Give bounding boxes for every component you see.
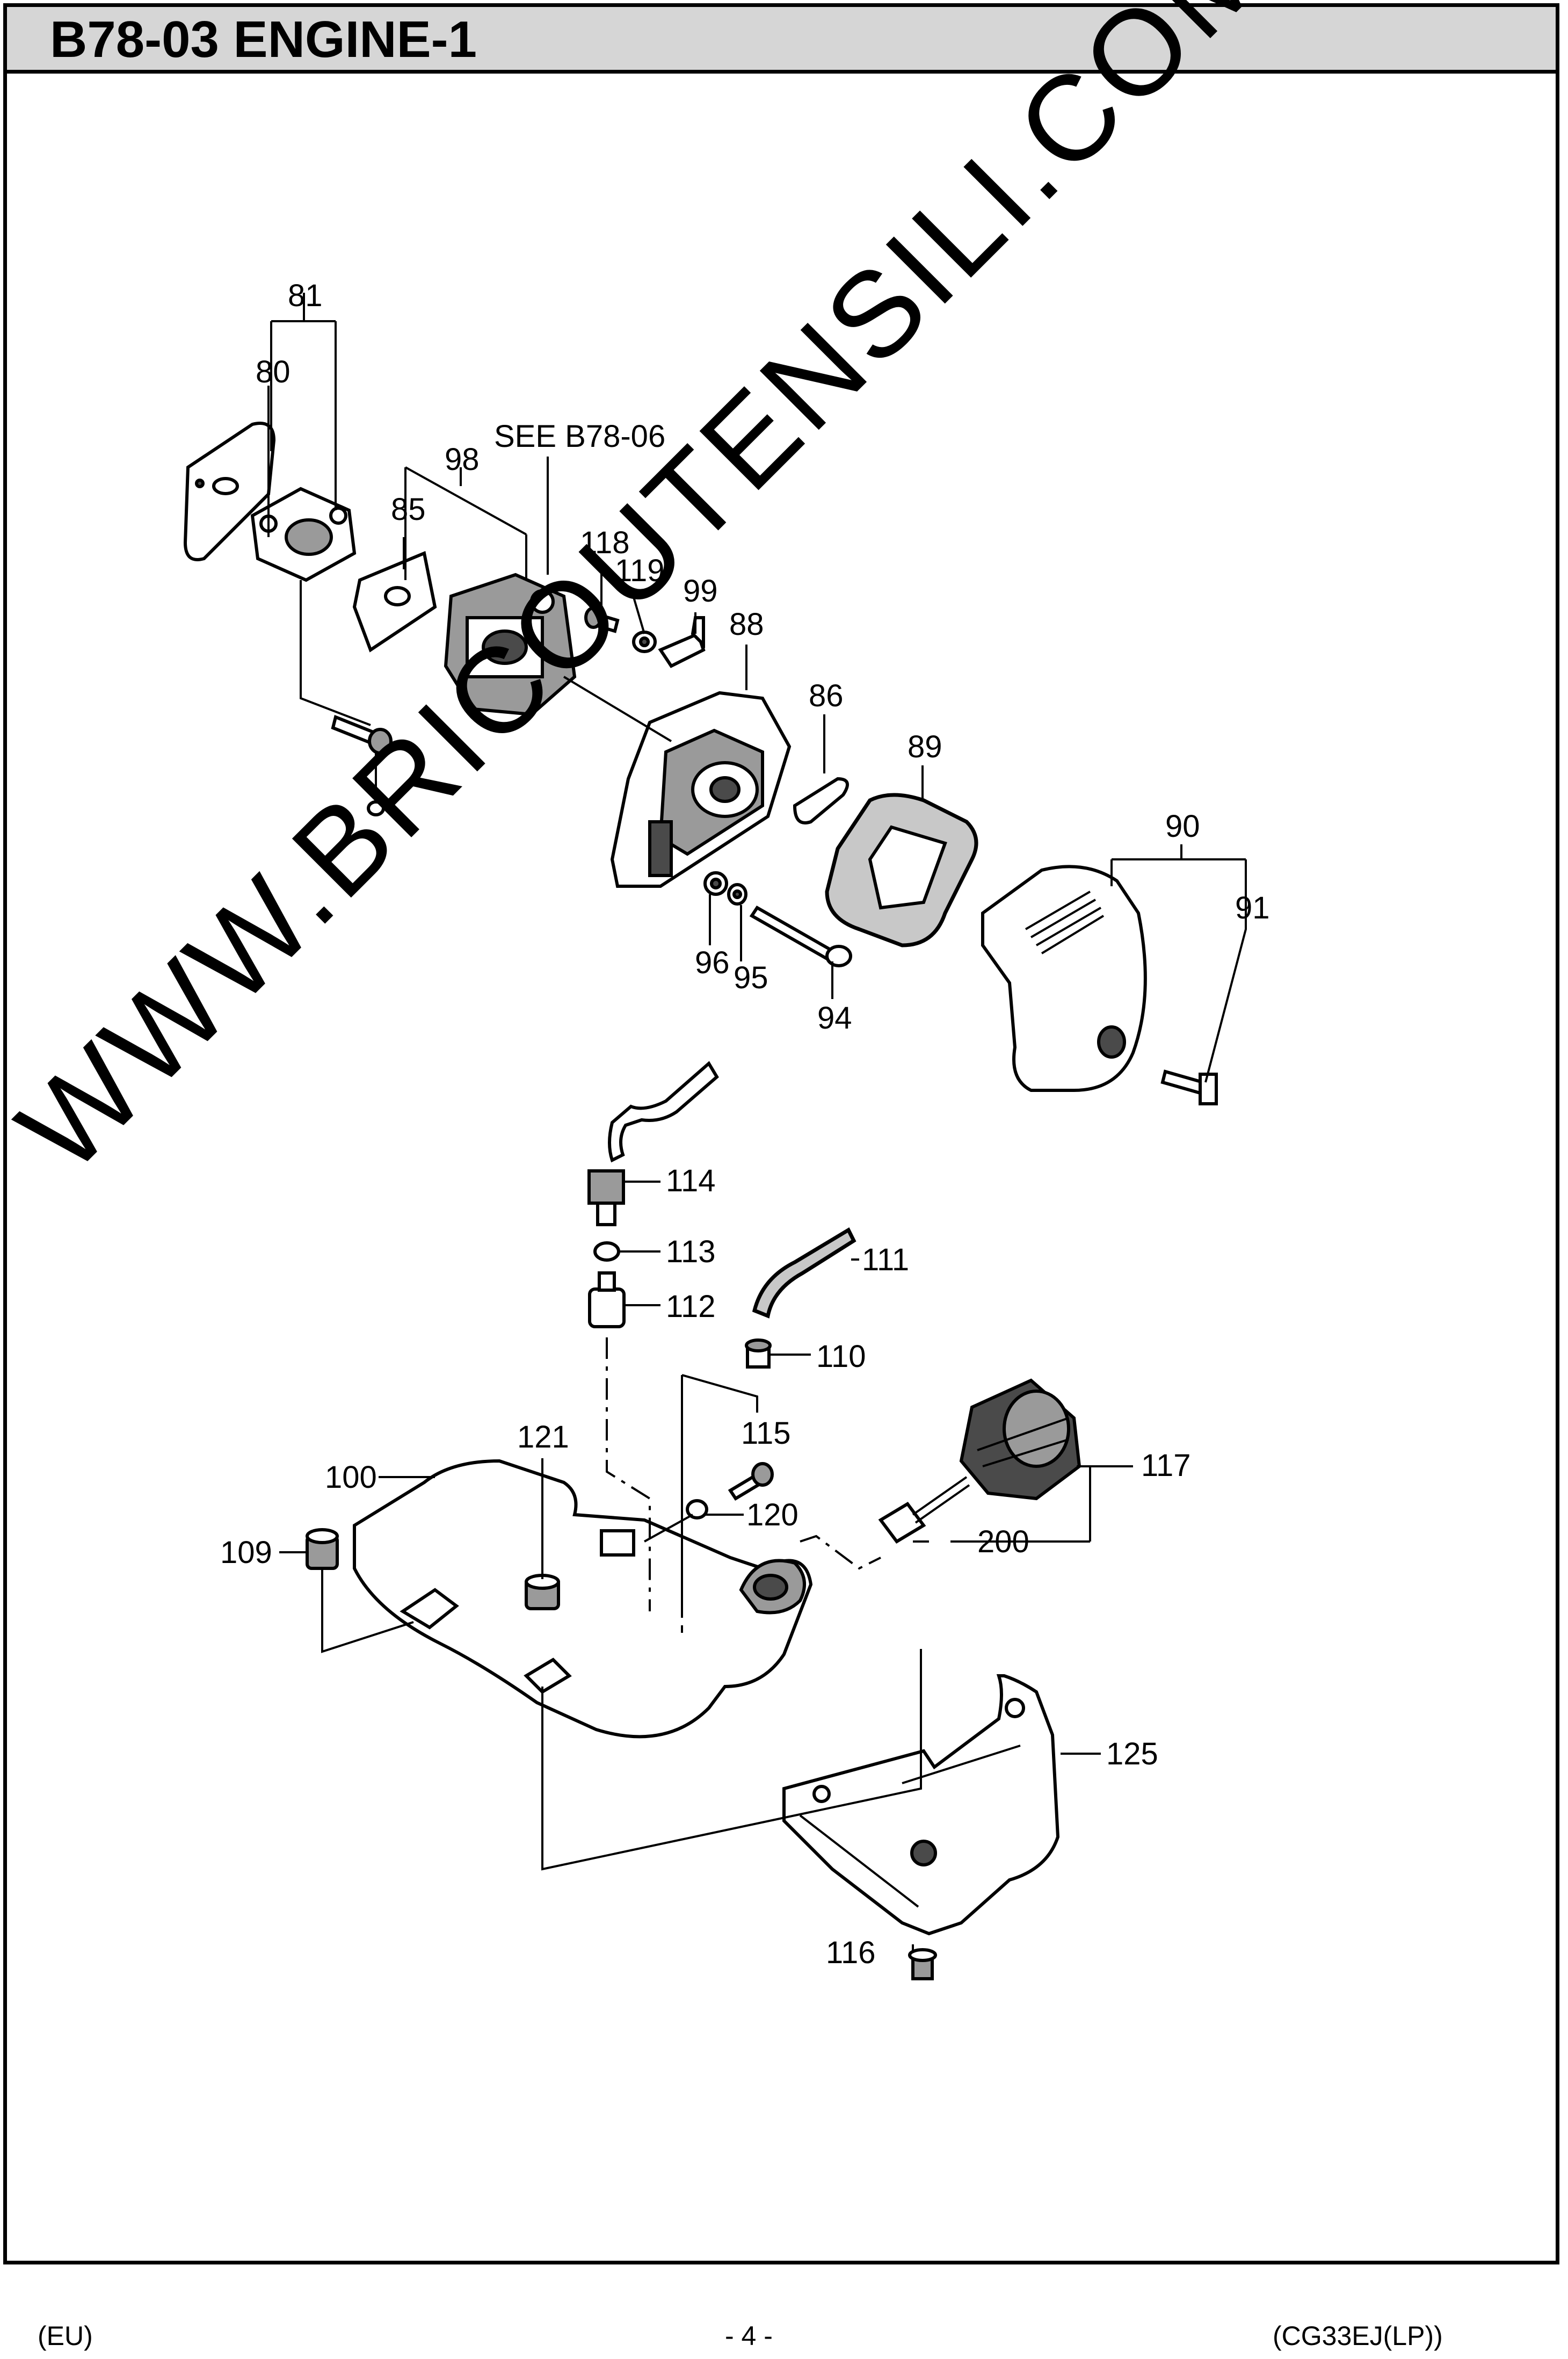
- part-85-gasket: [352, 551, 437, 653]
- part-91-bolt: [1160, 1069, 1218, 1105]
- part-116-screw: [908, 1948, 937, 1980]
- part-110-plug: [745, 1338, 772, 1369]
- part-83-mount-bolt: [331, 714, 393, 816]
- callout-117: 117: [1141, 1448, 1190, 1483]
- part-114-fuel-filter: [587, 1061, 719, 1226]
- part-117-primer: [959, 1378, 1081, 1501]
- callout-89: 89: [908, 729, 942, 764]
- callout-80: 80: [256, 354, 291, 389]
- callout-86: 86: [809, 678, 844, 713]
- callout-95: 95: [734, 960, 768, 995]
- part-125-bracket: [782, 1674, 1060, 1936]
- footer-region: (EU): [38, 2321, 93, 2351]
- part-96-washer: [703, 871, 728, 896]
- footer: (EU) - 4 - (CG33EJ(LP)): [0, 2320, 1568, 2353]
- page-number: - 4 -: [725, 2321, 773, 2351]
- callout-98: 98: [445, 442, 480, 477]
- callout-118: 118: [580, 525, 629, 560]
- part-99-bracket: [658, 616, 706, 668]
- part-98-carburetor: [444, 573, 577, 717]
- part-90-cleaner-cover: [981, 865, 1147, 1092]
- part-88-cleaner-base: [610, 691, 792, 888]
- part-109-cushion: [306, 1528, 339, 1570]
- part-100-fuel-tank: [353, 1459, 813, 1739]
- part-95-washer: [727, 883, 747, 906]
- footer-model: (CG33EJ(LP)): [1273, 2321, 1443, 2351]
- callout-116: 116: [826, 1935, 875, 1970]
- part-118-screw: [584, 606, 620, 633]
- callout-labels: 81 80 98 SEE B78-06 85 118 119 99 88 86 …: [220, 278, 1270, 1970]
- callout-114: 114: [666, 1163, 715, 1198]
- callout-110: 110: [816, 1339, 866, 1374]
- callout-100: 100: [325, 1460, 377, 1495]
- callout-81: 81: [288, 278, 323, 313]
- callout-113: 113: [666, 1234, 715, 1269]
- callout-94: 94: [817, 1001, 852, 1036]
- part-112-grommet: [588, 1271, 626, 1328]
- part-94-bolt: [749, 906, 852, 967]
- callout-88: 88: [729, 607, 764, 642]
- part-120-screw: [686, 1462, 774, 1519]
- callout-109: 109: [220, 1535, 272, 1570]
- callout-200: 200: [977, 1524, 1029, 1559]
- header-bar: B78-03 ENGINE-1: [7, 7, 1556, 74]
- page-title: B78-03 ENGINE-1: [50, 11, 477, 68]
- leader-lines: [267, 293, 1247, 1952]
- callout-96: 96: [695, 945, 730, 980]
- page-frame: B78-03 ENGINE-1: [3, 3, 1559, 2264]
- part-89-element: [825, 793, 978, 947]
- callout-120: 120: [746, 1497, 798, 1532]
- part-113-seal: [593, 1241, 620, 1262]
- callout-115: 115: [741, 1416, 790, 1451]
- callout-99: 99: [683, 574, 718, 609]
- part-80-insulator: [183, 422, 276, 561]
- callout-125: 125: [1106, 1736, 1158, 1771]
- part-86-choke-plate: [793, 777, 849, 824]
- callout-121: 121: [517, 1420, 569, 1455]
- callout-85: 85: [391, 492, 426, 527]
- see-reference: SEE B78-06: [494, 419, 665, 454]
- exploded-parts-diagram: 81 80 98 SEE B78-06 85 118 119 99 88 86 …: [0, 0, 1296, 1980]
- part-111-fuel-hose: [752, 1227, 856, 1319]
- part-200-tube: [878, 1476, 970, 1544]
- callout-90: 90: [1165, 809, 1200, 844]
- part-121-cushion: [525, 1574, 560, 1610]
- callout-119: 119: [615, 553, 664, 588]
- callout-91: 91: [1235, 891, 1270, 925]
- callout-112: 112: [666, 1289, 715, 1324]
- callout-111: 111: [862, 1242, 909, 1277]
